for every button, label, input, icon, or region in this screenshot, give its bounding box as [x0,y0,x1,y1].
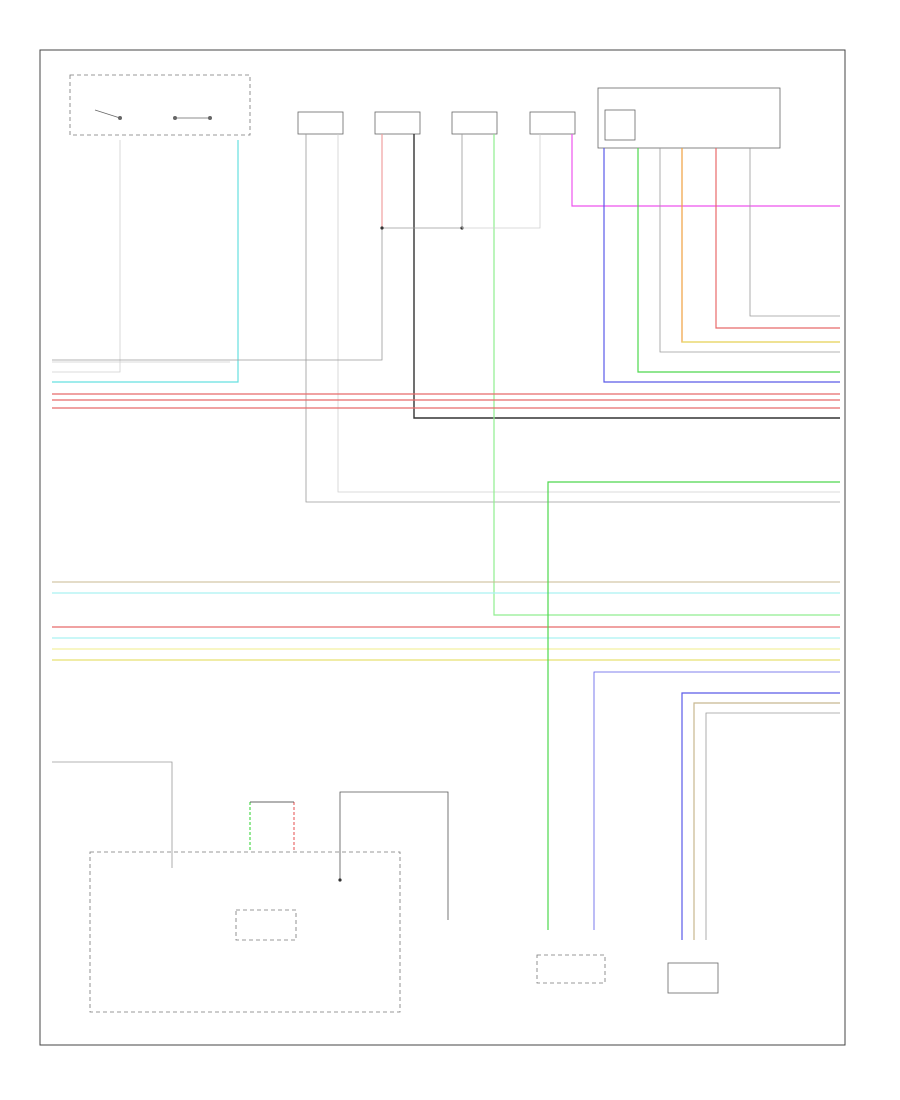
wire-gray-sensor [705,712,840,940]
ecm-inner-box [235,909,297,941]
component-4-box [529,111,576,135]
component-1-box [297,111,344,135]
component-2-box [374,111,421,135]
wire-comp1-a [305,134,840,503]
ecm-box [89,851,401,1013]
wire-comp2-black [413,134,840,419]
lower-sensor-1-box [536,954,606,984]
wire-comp3-green [493,134,840,616]
wire-mod-gray [659,148,840,353]
wire-comp1-b [337,134,840,493]
wire-blue-sensor [681,692,840,940]
diagram-frame [39,49,846,1046]
wire-blue-lower [593,671,840,930]
wire-mod-orange [681,148,840,343]
relay-block [69,74,251,136]
wire-mod-blue [603,148,840,383]
component-3-box [451,111,498,135]
wire-comp4-gray [462,134,541,229]
wire-green-lower [547,481,840,930]
wire-mod-green [637,148,840,373]
wire-mod-red [715,148,840,329]
wire-left-lower [52,761,173,868]
wire-cyan-relay [52,140,239,383]
wire-mod-gray2 [749,148,840,317]
sensor-module-inner-box [604,109,636,141]
lower-sensor-2-box [667,962,719,994]
wire-comp2-gray [52,228,383,361]
wire-comp4-violet [571,134,840,207]
wire-gray-relay-a [52,140,121,373]
wire-tan-sensor [693,702,840,940]
wire-ground-branch [339,791,449,920]
